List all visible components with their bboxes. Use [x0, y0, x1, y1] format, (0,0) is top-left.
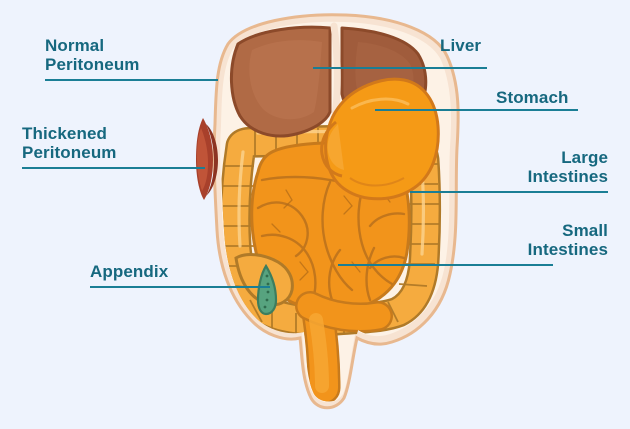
label-large-intestines: Large Intestines: [527, 148, 608, 186]
label-appendix: Appendix: [90, 262, 169, 281]
leader-lines: [22, 67, 608, 288]
label-small-intestines: Small Intestines: [527, 221, 608, 259]
label-thickened-peritoneum: Thickened Peritoneum: [22, 124, 117, 162]
appendix: [256, 263, 278, 316]
label-stomach: Stomach: [496, 88, 569, 107]
thickened-peritoneum-patch: [196, 118, 218, 200]
label-normal-peritoneum: Normal Peritoneum: [45, 36, 140, 74]
label-liver: Liver: [440, 36, 482, 55]
rectum: [295, 291, 393, 402]
